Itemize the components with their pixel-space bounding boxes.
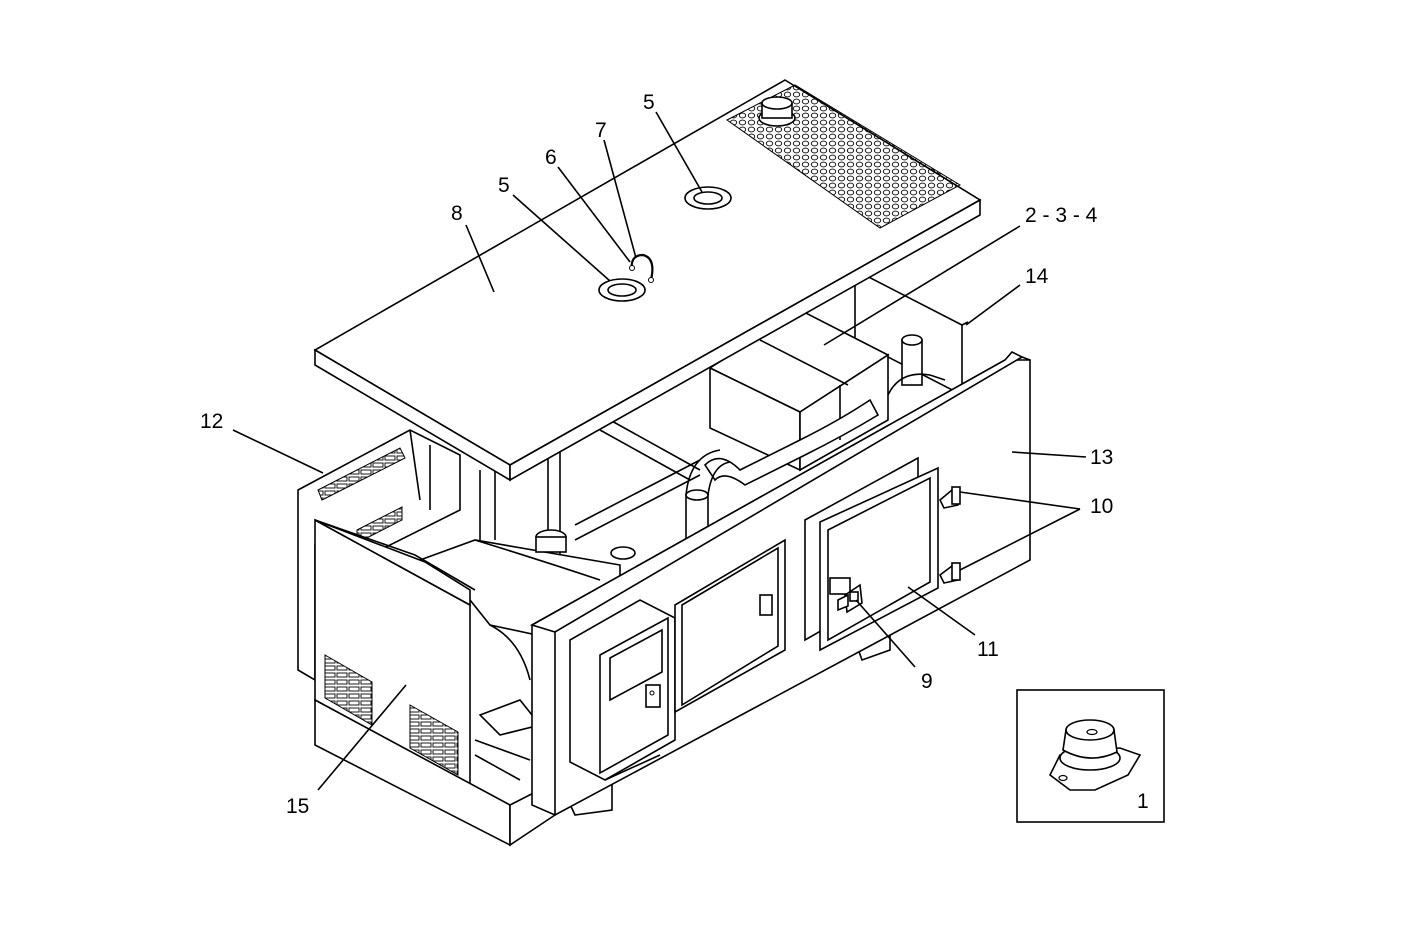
end-panel-louver-top [317,447,406,501]
callout-13: 13 [1090,446,1113,469]
roof-hook [630,253,654,281]
callout-6: 6 [545,146,557,169]
door-latch [829,577,863,614]
control-panel-box [569,599,676,781]
side-panel-louver-lower [409,704,459,776]
roof-panel [313,79,982,482]
callout-5: 5 [643,91,655,114]
door-hinge [939,486,961,509]
callout-1: 1 [1137,790,1149,813]
callout-10: 10 [1090,495,1113,518]
lifting-eye-grommet [598,278,646,302]
leader-lines [232,111,1087,791]
callout-8: 8 [451,202,463,225]
callout-5: 5 [498,174,510,197]
anti-vibration-mount-icon [1048,719,1142,791]
callout-labels: 8 5 6 7 5 2 - 3 - 4 14 12 13 10 11 9 15 … [200,91,1149,818]
access-door [674,538,786,714]
callout-9: 9 [921,670,933,693]
callout-11: 11 [977,638,999,661]
end-panel-left [297,429,461,682]
callout-12: 12 [200,410,223,433]
inset-anti-vibration-mount [1016,689,1165,823]
callout-15: 15 [286,795,309,818]
callout-2-3-4: 2 - 3 - 4 [1025,204,1098,227]
lifting-eye-grommet [684,186,732,210]
door-hinge [938,562,961,584]
callout-14: 14 [1025,265,1049,288]
callout-7: 7 [595,119,607,142]
side-access-panel [314,518,476,787]
